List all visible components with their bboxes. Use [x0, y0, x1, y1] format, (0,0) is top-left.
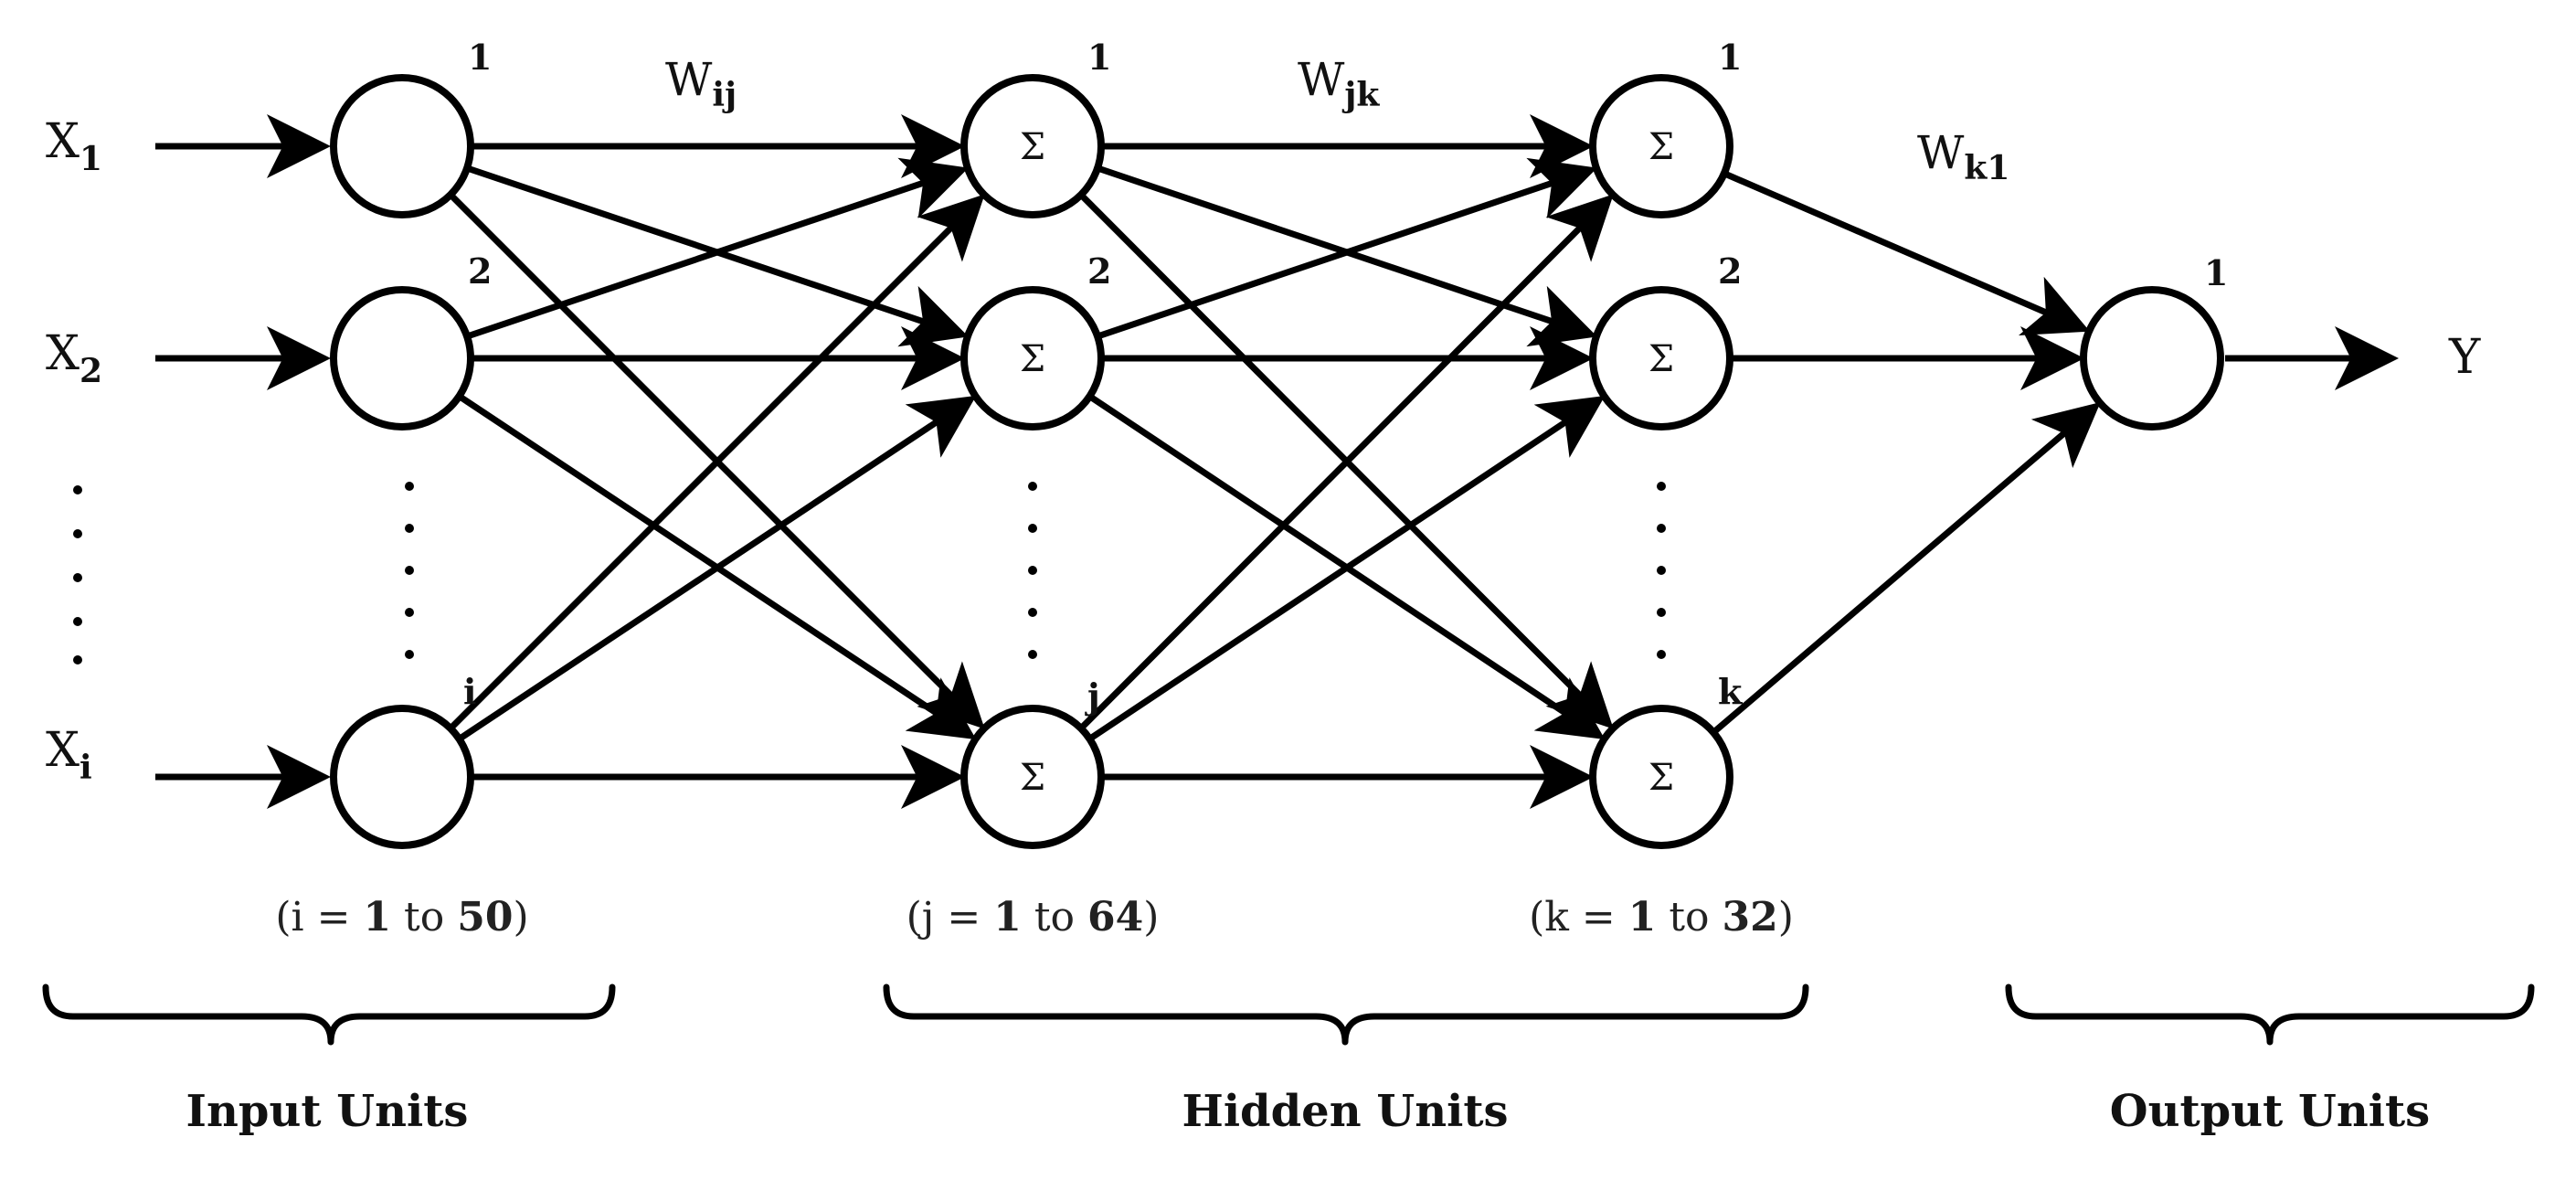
hidden2-node-2: [1589, 286, 1733, 431]
input-node-i-index: i: [463, 671, 476, 712]
output-units-brace: [2005, 983, 2535, 1046]
edge-hidden1-1-to-hidden2-0: [1096, 157, 1597, 340]
input-arrows: [155, 114, 2399, 809]
sigma-symbol: Σ: [1648, 757, 1674, 799]
edge-hidden2-0-to-output-0: [1723, 170, 2091, 336]
group-labels: Input Units Hidden Units Output Units: [186, 1086, 2431, 1137]
edge-input-1-to-hidden1-0: [465, 157, 969, 340]
hidden1-node-2: [960, 286, 1105, 431]
input-label-x1: X1: [46, 114, 102, 178]
weight-label-wij: Wij: [665, 53, 737, 114]
sigma-symbol: Σ: [1648, 338, 1674, 380]
hidden-layer-2: Σ Σ Σ 1 2 k: [1589, 37, 1743, 849]
sigma-symbol: Σ: [1020, 338, 1045, 380]
ellipsis-dots: [73, 482, 1666, 664]
weight-labels: Wij Wjk Wk1: [665, 53, 2009, 187]
hidden2-node-k-index: k: [1718, 671, 1743, 712]
hidden2-range-label: (k = 1 to 32): [1529, 894, 1794, 941]
sigma-symbol: Σ: [1020, 126, 1045, 168]
input-node-2-index: 2: [468, 250, 492, 292]
input-units-brace: [42, 983, 616, 1046]
input-labels: X1 X2 Xi: [46, 114, 102, 787]
edge-input-2-to-hidden1-0: [448, 194, 985, 731]
sigma-symbol: Σ: [1020, 757, 1045, 799]
hidden1-node-1: [960, 74, 1105, 218]
input-layer: 1 2 i: [330, 37, 492, 849]
input-label-xi: Xi: [46, 723, 92, 787]
input-node-i: [330, 705, 474, 849]
connections: [448, 114, 2101, 809]
edge-input-2-to-hidden1-1: [457, 395, 977, 742]
edge-hidden1-2-to-hidden2-1: [1087, 396, 1606, 742]
input-range-label: (i = 1 to 50): [275, 894, 528, 941]
output-node-1: [2080, 286, 2224, 431]
input-node-1: [330, 74, 474, 218]
output-label-y: Y: [2448, 330, 2481, 385]
weight-label-wjk: Wjk: [1298, 53, 1380, 114]
input-node-2: [330, 286, 474, 431]
hidden1-range-label: (j = 1 to 64): [906, 894, 1160, 941]
hidden2-node-1: [1589, 74, 1733, 218]
weight-label-wk1: Wk1: [1917, 126, 2009, 187]
hidden1-node-j-index: j: [1085, 675, 1100, 717]
input-node-1-index: 1: [468, 37, 492, 78]
range-labels: (i = 1 to 50) (j = 1 to 64) (k = 1 to 32…: [275, 894, 1794, 941]
hidden-units-brace: [883, 983, 1809, 1046]
output-node-1-index: 1: [2204, 252, 2228, 293]
input-units-label: Input Units: [186, 1086, 469, 1137]
hidden1-node-j: [960, 705, 1105, 849]
group-braces: [42, 983, 2535, 1046]
hidden2-node-2-index: 2: [1718, 250, 1742, 292]
output-units-label: Output Units: [2110, 1086, 2430, 1137]
output-layer: 1: [2080, 252, 2228, 431]
hidden2-node-k: [1589, 705, 1733, 849]
hidden2-node-1-index: 1: [1718, 37, 1742, 78]
hidden1-node-2-index: 2: [1087, 250, 1111, 292]
sigma-symbol: Σ: [1648, 126, 1674, 168]
input-label-x2: X2: [46, 326, 102, 390]
edge-hidden1-2-to-hidden2-0: [1078, 194, 1614, 731]
hidden1-node-1-index: 1: [1087, 37, 1111, 78]
edge-hidden2-2-to-output-0: [1711, 402, 2101, 735]
hidden-units-label: Hidden Units: [1182, 1086, 1508, 1137]
hidden-layer-1: Σ Σ Σ 1 2 j: [960, 37, 1111, 849]
